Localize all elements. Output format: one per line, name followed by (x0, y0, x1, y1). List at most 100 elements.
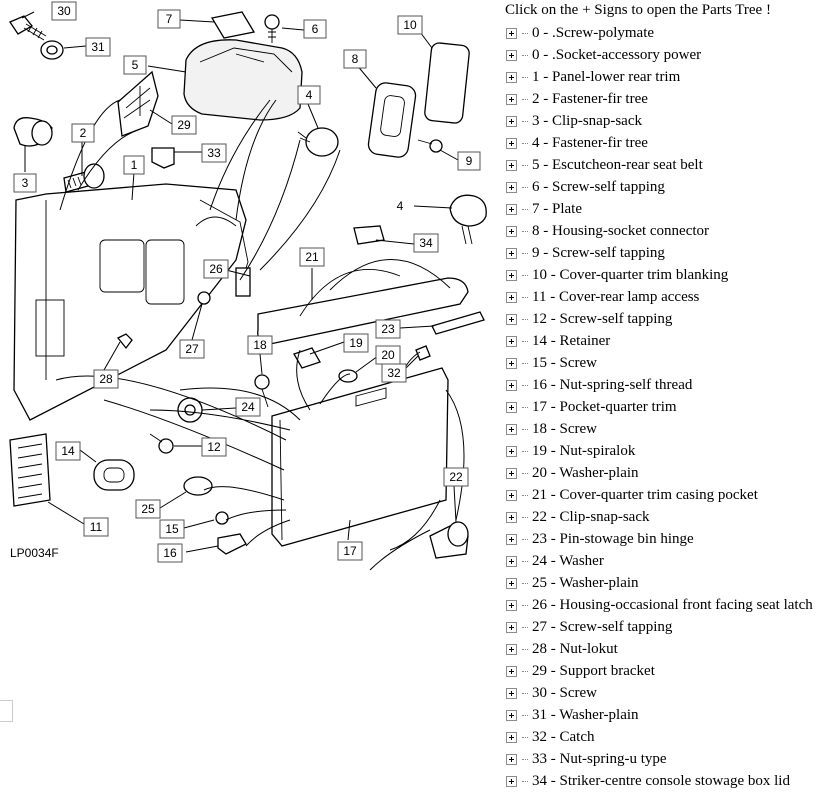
expand-plus-icon[interactable] (506, 93, 517, 105)
tree-item-label[interactable]: 0 - .Screw-polymate (532, 24, 655, 41)
tree-item-label[interactable]: 10 - Cover-quarter trim blanking (532, 266, 729, 283)
expand-plus-icon[interactable] (506, 423, 517, 435)
tree-item[interactable]: 5 - Escutcheon-rear seat belt (504, 154, 837, 176)
expand-plus-icon[interactable] (506, 489, 517, 501)
tree-item[interactable]: 0 - .Screw-polymate (504, 22, 837, 44)
tree-item-label[interactable]: 2 - Fastener-fir tree (532, 90, 648, 107)
tree-item[interactable]: 12 - Screw-self tapping (504, 308, 837, 330)
tree-item[interactable]: 18 - Screw (504, 418, 837, 440)
tree-item-label[interactable]: 20 - Washer-plain (532, 464, 639, 481)
tree-item-label[interactable]: 32 - Catch (532, 728, 595, 745)
tree-item-label[interactable]: 8 - Housing-socket connector (532, 222, 710, 239)
expand-plus-icon[interactable] (506, 181, 517, 193)
expand-plus-icon[interactable] (506, 753, 517, 765)
tree-item-label[interactable]: 28 - Nut-lokut (532, 640, 618, 657)
tree-item[interactable]: 0 - .Socket-accessory power (504, 44, 837, 66)
expand-plus-icon[interactable] (506, 599, 517, 611)
tree-item[interactable]: 19 - Nut-spiralok (504, 440, 837, 462)
tree-item[interactable]: 29 - Support bracket (504, 660, 837, 682)
expand-plus-icon[interactable] (506, 511, 517, 523)
tree-item-label[interactable]: 33 - Nut-spring-u type (532, 750, 667, 767)
tree-item-label[interactable]: 1 - Panel-lower rear trim (532, 68, 681, 85)
tree-item[interactable]: 27 - Screw-self tapping (504, 616, 837, 638)
expand-plus-icon[interactable] (506, 49, 517, 61)
tree-item-label[interactable]: 22 - Clip-snap-sack (532, 508, 650, 525)
tree-item[interactable]: 1 - Panel-lower rear trim (504, 66, 837, 88)
expand-plus-icon[interactable] (506, 643, 517, 655)
tree-item-label[interactable]: 3 - Clip-snap-sack (532, 112, 642, 129)
tree-item-label[interactable]: 27 - Screw-self tapping (532, 618, 673, 635)
expand-plus-icon[interactable] (506, 335, 517, 347)
tree-item-label[interactable]: 7 - Plate (532, 200, 582, 217)
tree-item[interactable]: 22 - Clip-snap-sack (504, 506, 837, 528)
expand-plus-icon[interactable] (506, 709, 517, 721)
tree-item[interactable]: 24 - Washer (504, 550, 837, 572)
tree-item[interactable]: 17 - Pocket-quarter trim (504, 396, 837, 418)
tree-item[interactable]: 6 - Screw-self tapping (504, 176, 837, 198)
expand-plus-icon[interactable] (506, 467, 517, 479)
expand-plus-icon[interactable] (506, 225, 517, 237)
tree-item[interactable]: 28 - Nut-lokut (504, 638, 837, 660)
tree-item[interactable]: 21 - Cover-quarter trim casing pocket (504, 484, 837, 506)
tree-item-label[interactable]: 18 - Screw (532, 420, 597, 437)
expand-plus-icon[interactable] (506, 247, 517, 259)
tree-item-label[interactable]: 4 - Fastener-fir tree (532, 134, 648, 151)
tree-item-label[interactable]: 16 - Nut-spring-self thread (532, 376, 693, 393)
expand-plus-icon[interactable] (506, 313, 517, 325)
expand-plus-icon[interactable] (506, 687, 517, 699)
tree-item[interactable]: 32 - Catch (504, 726, 837, 748)
tree-item[interactable]: 15 - Screw (504, 352, 837, 374)
tree-item-label[interactable]: 6 - Screw-self tapping (532, 178, 665, 195)
tree-item-label[interactable]: 34 - Striker-centre console stowage box … (532, 772, 790, 789)
tree-item[interactable]: 20 - Washer-plain (504, 462, 837, 484)
tree-item-label[interactable]: 19 - Nut-spiralok (532, 442, 636, 459)
tree-item-label[interactable]: 14 - Retainer (532, 332, 611, 349)
tree-item-label[interactable]: 23 - Pin-stowage bin hinge (532, 530, 694, 547)
expand-plus-icon[interactable] (506, 731, 517, 743)
expand-plus-icon[interactable] (506, 203, 517, 215)
tree-item[interactable]: 30 - Screw (504, 682, 837, 704)
tree-item-label[interactable]: 9 - Screw-self tapping (532, 244, 665, 261)
tree-item[interactable]: 3 - Clip-snap-sack (504, 110, 837, 132)
tree-item-label[interactable]: 12 - Screw-self tapping (532, 310, 673, 327)
tree-item[interactable]: 4 - Fastener-fir tree (504, 132, 837, 154)
expand-plus-icon[interactable] (506, 379, 517, 391)
tree-item-label[interactable]: 11 - Cover-rear lamp access (532, 288, 700, 305)
tree-item[interactable]: 26 - Housing-occasional front facing sea… (504, 594, 837, 616)
tree-item[interactable]: 33 - Nut-spring-u type (504, 748, 837, 770)
tree-item[interactable]: 8 - Housing-socket connector (504, 220, 837, 242)
tree-item[interactable]: 2 - Fastener-fir tree (504, 88, 837, 110)
tree-item-label[interactable]: 0 - .Socket-accessory power (532, 46, 702, 63)
tree-item[interactable]: 10 - Cover-quarter trim blanking (504, 264, 837, 286)
tree-item[interactable]: 16 - Nut-spring-self thread (504, 374, 837, 396)
expand-plus-icon[interactable] (506, 71, 517, 83)
expand-plus-icon[interactable] (506, 357, 517, 369)
expand-plus-icon[interactable] (506, 269, 517, 281)
tree-item[interactable]: 25 - Washer-plain (504, 572, 837, 594)
tree-item[interactable]: 34 - Striker-centre console stowage box … (504, 770, 837, 792)
expand-plus-icon[interactable] (506, 621, 517, 633)
tree-item-label[interactable]: 24 - Washer (532, 552, 604, 569)
tree-item-label[interactable]: 30 - Screw (532, 684, 597, 701)
tree-item-label[interactable]: 15 - Screw (532, 354, 597, 371)
tree-item[interactable]: 9 - Screw-self tapping (504, 242, 837, 264)
tree-item-label[interactable]: 21 - Cover-quarter trim casing pocket (532, 486, 758, 503)
tree-item-label[interactable]: 5 - Escutcheon-rear seat belt (532, 156, 703, 173)
expand-plus-icon[interactable] (506, 137, 517, 149)
expand-plus-icon[interactable] (506, 401, 517, 413)
tree-item-label[interactable]: 25 - Washer-plain (532, 574, 639, 591)
tree-item[interactable]: 31 - Washer-plain (504, 704, 837, 726)
expand-plus-icon[interactable] (506, 159, 517, 171)
expand-plus-icon[interactable] (506, 291, 517, 303)
tree-item-label[interactable]: 26 - Housing-occasional front facing sea… (532, 596, 813, 613)
expand-plus-icon[interactable] (506, 665, 517, 677)
tree-item[interactable]: 7 - Plate (504, 198, 837, 220)
tree-item[interactable]: 23 - Pin-stowage bin hinge (504, 528, 837, 550)
expand-plus-icon[interactable] (506, 445, 517, 457)
tree-item[interactable]: 14 - Retainer (504, 330, 837, 352)
expand-plus-icon[interactable] (506, 555, 517, 567)
tree-item-label[interactable]: 17 - Pocket-quarter trim (532, 398, 677, 415)
expand-plus-icon[interactable] (506, 27, 517, 39)
tree-item-label[interactable]: 31 - Washer-plain (532, 706, 639, 723)
expand-plus-icon[interactable] (506, 577, 517, 589)
